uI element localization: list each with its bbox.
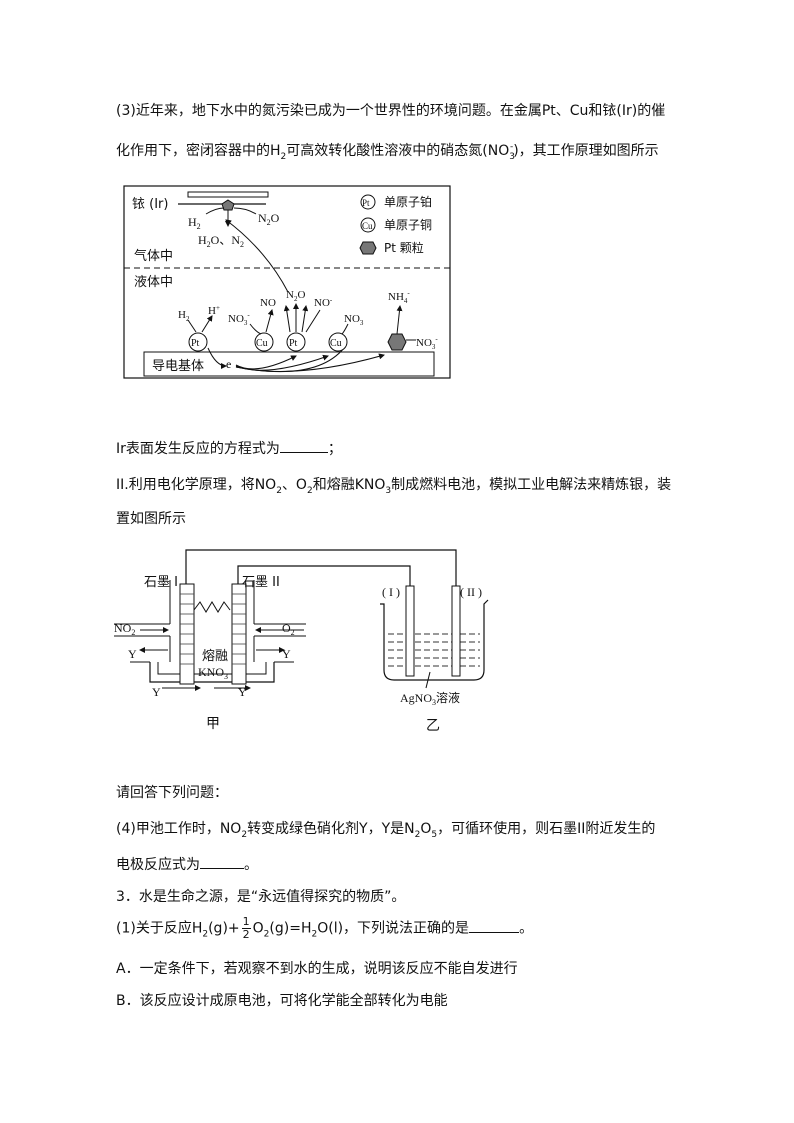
option-b: B．该反应设计成原电池，可将化学能全部转化为电能 bbox=[116, 993, 448, 1009]
svg-text:Cu: Cu bbox=[256, 338, 268, 349]
ir-plate bbox=[187, 191, 269, 198]
agno3-label: AgNO3溶液 bbox=[400, 690, 460, 707]
substrate bbox=[143, 351, 435, 377]
q3-line-1: (3)近年来，地下水中的氮污染已成为一个世界性的环境问题。在金属Pt、Cu和铱(… bbox=[116, 103, 666, 119]
figure-nitrate-reduction: 铱 (Ir) H2 N2O H2O、N2 Pt 单原子铂 Cu 单原子铜 Pt … bbox=[123, 185, 451, 379]
electrode-1 bbox=[405, 585, 415, 677]
answer-blank-1[interactable] bbox=[279, 440, 328, 453]
pt-particle-surface bbox=[387, 333, 407, 351]
q4-line-1: (4)甲池工作时，NO2转变成绿色硝化剂Y，Y是N2O5，可循环使用，则石墨II… bbox=[116, 821, 656, 840]
legend-pt-icon bbox=[360, 194, 376, 210]
y-bottom-right: Y bbox=[238, 685, 247, 699]
answer-blank-2[interactable] bbox=[200, 856, 244, 869]
electrode-1-label: ( I ) bbox=[382, 585, 400, 599]
svg-text:Pt: Pt bbox=[362, 198, 370, 208]
electrode-2 bbox=[451, 585, 461, 677]
no3-label-3: NO3- bbox=[416, 335, 438, 351]
svg-text:Cu: Cu bbox=[362, 221, 373, 231]
kno3-label: KNO3 bbox=[198, 665, 228, 681]
legend-pt-particle-icon bbox=[359, 241, 377, 255]
figure1-frame bbox=[123, 185, 451, 379]
beaker bbox=[380, 599, 489, 681]
q3-line-2: 化作用下，密闭容器中的H2可高效转化酸性溶液中的硝态氮(NO3-)，其工作原理如… bbox=[116, 142, 659, 162]
wire-1 bbox=[185, 549, 457, 610]
graphite-2-label: 石墨 II bbox=[242, 575, 280, 590]
y-bottom-left: Y bbox=[152, 685, 161, 699]
graphite-1-label: 石墨 I bbox=[144, 575, 178, 590]
cu-atom-1 bbox=[254, 332, 274, 352]
electrode-2-label: ( II ) bbox=[460, 585, 482, 599]
no2-inlet-label: NO2 bbox=[114, 621, 135, 637]
ir-question: Ir表面发生反应的方程式为； bbox=[116, 440, 342, 457]
pt-atom-1 bbox=[188, 332, 208, 352]
legend-pt-label: 单原子铂 bbox=[384, 194, 432, 209]
nh4-label: NH4- bbox=[388, 289, 410, 305]
part2-line-2: 置如图所示 bbox=[116, 511, 186, 527]
gas-phase-label: 气体中 bbox=[134, 248, 173, 264]
pt-atom-2 bbox=[286, 332, 306, 352]
option-a: A．一定条件下，若观察不到水的生成，说明该反应不能自发进行 bbox=[116, 961, 518, 977]
figure-fuel-cell-electrolysis: 石墨 I 石墨 II NO2 O2 Y Y Y Y 熔融 KNO3 甲 ( I … bbox=[114, 549, 489, 734]
molten-label: 熔融 bbox=[202, 649, 228, 664]
legend-cu-label: 单原子铜 bbox=[384, 217, 432, 232]
no3-label-2: NO3 bbox=[344, 313, 364, 327]
answer-blank-3[interactable] bbox=[469, 920, 520, 933]
cell-yi-label: 乙 bbox=[426, 718, 440, 734]
part2-line-1: II.利用电化学原理，将NO2、O2和熔融KNO3制成燃料电池，模拟工业电解法来… bbox=[116, 477, 672, 496]
svg-text:Pt: Pt bbox=[289, 338, 298, 349]
svg-text:Pt: Pt bbox=[191, 338, 200, 349]
substrate-label: 导电基体 bbox=[152, 359, 204, 374]
h2o-n2-label: H2O、N2 bbox=[198, 233, 244, 249]
legend-ptp-label: Pt 颗粒 bbox=[384, 240, 424, 255]
q4-line-2: 电极反应式为。 bbox=[116, 856, 258, 873]
load-resistor bbox=[193, 601, 231, 613]
no-label-2: NO- bbox=[314, 296, 333, 309]
ir-label: 铱 (Ir) bbox=[132, 197, 168, 212]
y-outlet-left: Y bbox=[128, 647, 137, 661]
liquid-phase-label: 液体中 bbox=[134, 275, 173, 290]
cell-body bbox=[149, 662, 275, 683]
cu-atom-2 bbox=[328, 332, 348, 352]
o2-inlet-label: O2 bbox=[282, 621, 295, 637]
electron-label: e bbox=[226, 357, 231, 371]
legend-cu-icon bbox=[360, 217, 376, 233]
no3-label-1: NO3- bbox=[228, 311, 250, 327]
answer-prompt: 请回答下列问题： bbox=[116, 785, 228, 801]
cell-jia-label: 甲 bbox=[206, 716, 220, 732]
y-outlet-right: Y bbox=[282, 647, 291, 661]
p3-title: 3．水是生命之源，是“永远值得探究的物质”。 bbox=[116, 889, 406, 905]
hplus-label: H+ bbox=[208, 304, 220, 317]
h2-liquid-label: H2 bbox=[178, 309, 190, 323]
n2o-gas-label: N2O bbox=[258, 211, 280, 227]
no-label-1: NO bbox=[260, 297, 276, 309]
n2o-liquid-label: N2O bbox=[286, 289, 305, 303]
h2-gas-label: H2 bbox=[188, 215, 201, 231]
svg-text:Cu: Cu bbox=[330, 338, 342, 349]
